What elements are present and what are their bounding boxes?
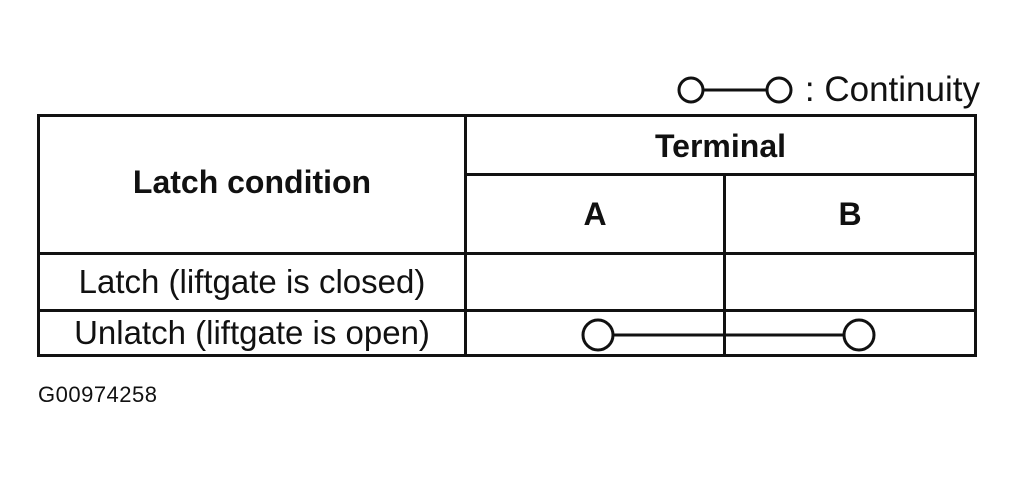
- header-terminal-b: B: [726, 176, 974, 255]
- continuity-table: Latch condition Terminal A B Latch (lift…: [37, 114, 977, 357]
- figure-id: G00974258: [38, 382, 158, 407]
- header-terminal-a: A: [467, 176, 726, 255]
- header-terminal: Terminal: [467, 117, 974, 176]
- row-unlatch-terminal-b-cell: [726, 312, 974, 354]
- header-latch-condition: Latch condition: [40, 117, 467, 255]
- legend-label: : Continuity: [804, 70, 980, 109]
- continuity-symbol-icon: [677, 76, 793, 104]
- row-latch-terminal-a-cell: [467, 255, 726, 312]
- row-unlatch-terminal-a-cell: [467, 312, 726, 354]
- row-latch-terminal-b-cell: [726, 255, 974, 312]
- continuity-legend: : Continuity: [677, 70, 980, 110]
- row-unlatch-label: Unlatch (liftgate is open): [40, 312, 467, 354]
- row-latch-label: Latch (liftgate is closed): [40, 255, 467, 312]
